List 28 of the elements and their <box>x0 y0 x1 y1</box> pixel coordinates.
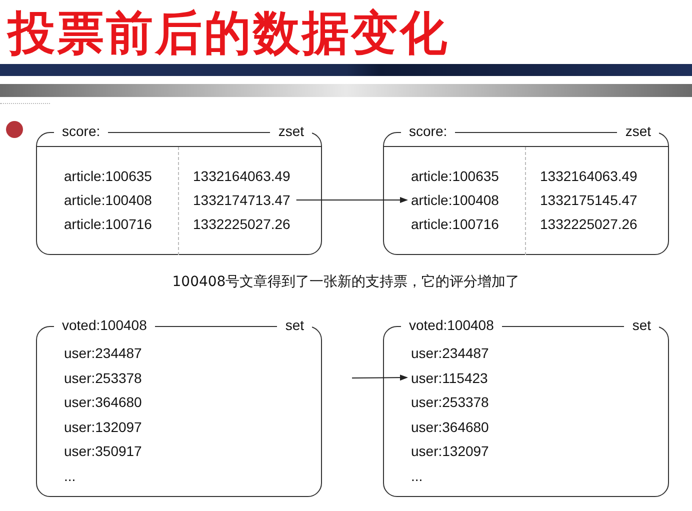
member-key: article:100716 <box>411 215 540 233</box>
caption-note: 100408号文章得到了一张新的支持票，它的评分增加了 <box>171 273 521 291</box>
score-value: 1332174713.47 <box>193 191 290 209</box>
score-value: 1332175145.47 <box>540 191 638 209</box>
set-member: user:115423 <box>411 368 488 386</box>
set-member: ... <box>411 466 423 484</box>
member-key: article:100408 <box>64 191 193 209</box>
member-key: article:100635 <box>64 167 193 185</box>
slide-title: 投票前后的数据变化 <box>8 5 449 63</box>
set-member: user:364680 <box>64 393 142 411</box>
member-key: article:100716 <box>64 215 193 233</box>
set-member: user:234487 <box>411 344 489 362</box>
set-member: user:234487 <box>64 344 142 362</box>
score-value: 1332225027.26 <box>193 215 290 233</box>
set-member: ... <box>64 466 76 484</box>
set-member: user:253378 <box>64 368 142 386</box>
score-value: 1332225027.26 <box>540 215 638 233</box>
set-member: user:364680 <box>411 418 489 436</box>
arrow <box>352 374 408 381</box>
set-member: user:132097 <box>64 418 142 436</box>
set-member: user:350917 <box>64 442 142 460</box>
set-member: user:132097 <box>411 442 489 460</box>
arrow <box>296 197 408 203</box>
set-member: user:253378 <box>411 393 489 411</box>
score-value: 1332164063.49 <box>193 167 290 185</box>
member-key: article:100408 <box>411 191 540 209</box>
member-key: article:100635 <box>411 167 540 185</box>
score-value: 1332164063.49 <box>540 167 638 185</box>
